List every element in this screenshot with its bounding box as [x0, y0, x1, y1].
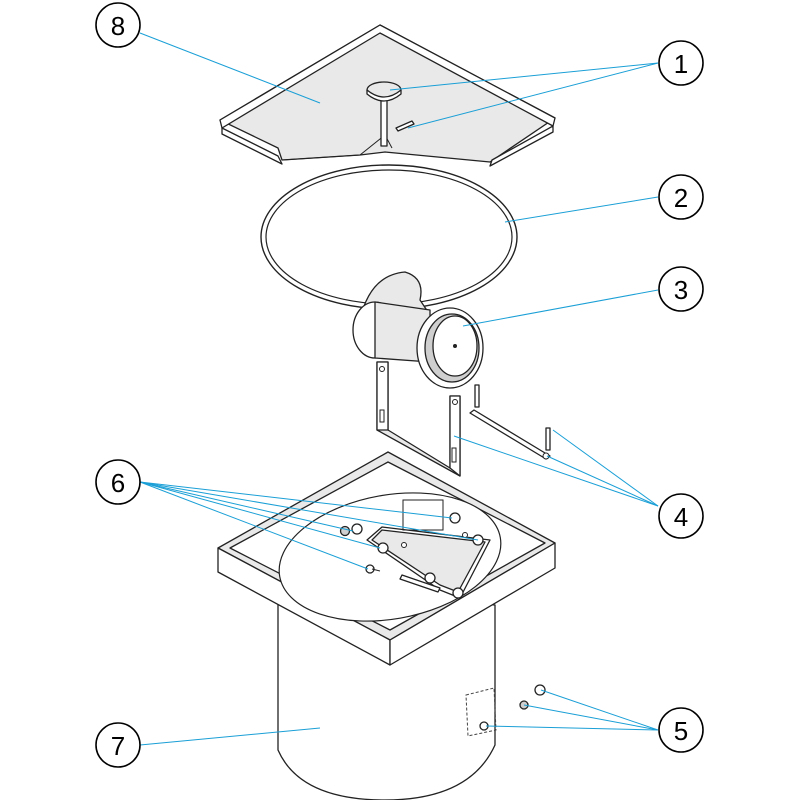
- leader-4a: [453, 435, 659, 507]
- callout-5: 5: [658, 707, 704, 753]
- callout-4: 4: [658, 493, 704, 539]
- leader-8: [139, 32, 321, 104]
- callout-2: 2: [658, 174, 704, 220]
- callout-4-label: 4: [674, 502, 688, 532]
- leader-7: [139, 727, 321, 746]
- callout-6-label: 6: [111, 468, 125, 498]
- callout-1-label: 1: [674, 49, 688, 79]
- callout-1: 1: [658, 40, 704, 86]
- callout-3: 3: [658, 266, 704, 312]
- part-6-screws-plate: [339, 499, 491, 599]
- leader-6d: [139, 481, 381, 549]
- callout-8: 8: [95, 2, 141, 48]
- callout-8-label: 8: [111, 11, 125, 41]
- leader-6a: [139, 481, 453, 519]
- callout-3-label: 3: [674, 275, 688, 305]
- leader-4b: [552, 429, 659, 507]
- part-4-bracket-rod-pins: [376, 361, 551, 477]
- part-1-knob-and-pin: [366, 81, 415, 147]
- part-5-side-screws: [479, 684, 546, 731]
- leader-6e: [139, 481, 369, 570]
- callout-7-label: 7: [111, 731, 125, 761]
- leader-1a: [389, 62, 659, 91]
- leader-1b: [407, 62, 659, 129]
- callout-5-label: 5: [674, 716, 688, 746]
- leader-3: [462, 289, 659, 327]
- callout-7: 7: [95, 722, 141, 768]
- leader-4c: [546, 455, 659, 507]
- callout-6: 6: [95, 459, 141, 505]
- leader-lines: [139, 32, 659, 746]
- leader-6c: [139, 481, 354, 532]
- leader-6b: [139, 481, 479, 541]
- callout-2-label: 2: [674, 183, 688, 213]
- leader-2: [504, 196, 659, 223]
- leader-5c: [485, 725, 659, 731]
- leader-5b: [523, 704, 659, 731]
- part-3-lamp-body: [352, 271, 484, 389]
- leader-5a: [540, 689, 659, 731]
